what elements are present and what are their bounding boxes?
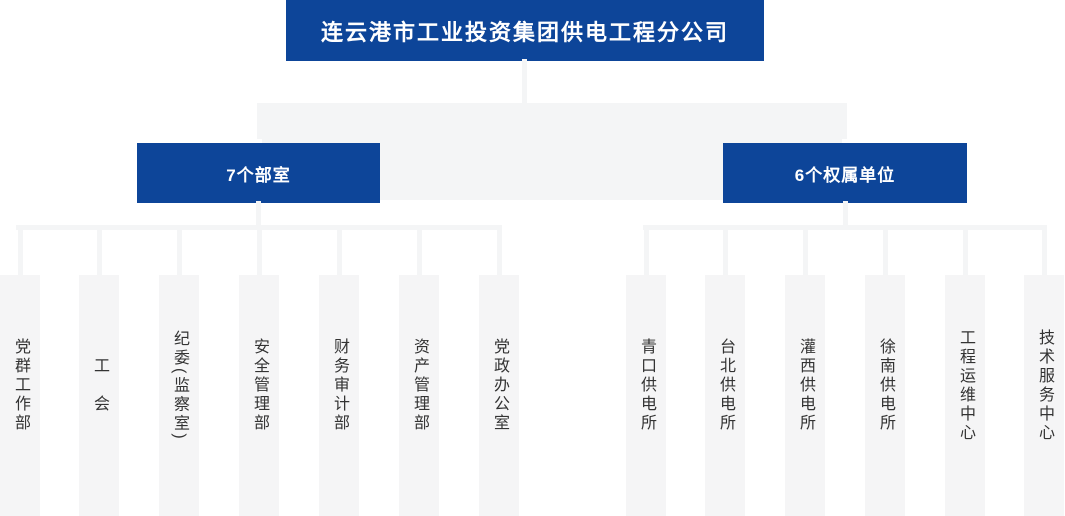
connector-group-stub (842, 201, 848, 230)
leaf-node: 工程运维中心 (945, 275, 985, 516)
leaf-node-label: 台北供电所 (717, 338, 734, 433)
connector-group-stub (256, 201, 261, 230)
leaf-node: 工 会 (79, 275, 119, 516)
leaf-node: 技术服务中心 (1024, 275, 1064, 516)
leaf-node-label: 资产管理部 (411, 338, 428, 433)
leaf-node: 党群工作部 (0, 275, 40, 516)
leaf-node: 财务审计部 (319, 275, 359, 516)
leaf-node-label: 工程运维中心 (957, 328, 974, 443)
root-node: 连云港市工业投资集团供电工程分公司 (286, 0, 764, 61)
leaf-node-label: 青口供电所 (638, 338, 655, 433)
leaf-node-label: 工 会 (91, 357, 108, 414)
leaf-node-label: 灌西供电所 (797, 338, 814, 433)
connector-leaf-stub (962, 225, 968, 277)
leaf-node: 安全管理部 (239, 275, 279, 516)
connector-leaf-stub (882, 225, 888, 277)
leaf-node: 徐南供电所 (865, 275, 905, 516)
connector-leaf-stub (802, 225, 808, 277)
leaf-node-label: 安全管理部 (251, 338, 268, 433)
leaf-node: 资产管理部 (399, 275, 439, 516)
leaf-node-label: 财务审计部 (331, 338, 348, 433)
leaf-node: 台北供电所 (705, 275, 745, 516)
connector-leaf-stub (336, 225, 342, 277)
connector-leaf-stub (496, 225, 502, 277)
connector-leaf-stub (416, 225, 422, 277)
group-node-units: 6个权属单位 (723, 139, 967, 203)
connector-leaf-stub (256, 225, 262, 277)
leaf-node-label: 党政办公室 (491, 338, 508, 433)
root-node-label: 连云港市工业投资集团供电工程分公司 (320, 19, 729, 45)
group-node-label: 7个部室 (226, 165, 291, 185)
connector-leaf-stub (96, 225, 102, 277)
connector-leaf-stub (1041, 225, 1047, 277)
connector-leaf-stub (643, 225, 649, 277)
leaf-node-label: 党群工作部 (12, 338, 29, 433)
leaf-node: 党政办公室 (479, 275, 519, 516)
leaf-node-label: 纪委(监察室) (171, 329, 188, 442)
connector-leaf-stub (176, 225, 182, 277)
leaf-node: 纪委(监察室) (159, 275, 199, 516)
leaf-node: 灌西供电所 (785, 275, 825, 516)
group-node-departments: 7个部室 (137, 139, 380, 203)
group-node-label: 6个权属单位 (794, 165, 896, 185)
leaf-node-label: 技术服务中心 (1036, 328, 1053, 443)
connector-leaf-stub (722, 225, 728, 277)
leaf-node-label: 徐南供电所 (877, 338, 894, 433)
connector-leaf-stub (17, 225, 23, 277)
connector-root-line (522, 59, 527, 103)
leaf-node: 青口供电所 (626, 275, 666, 516)
